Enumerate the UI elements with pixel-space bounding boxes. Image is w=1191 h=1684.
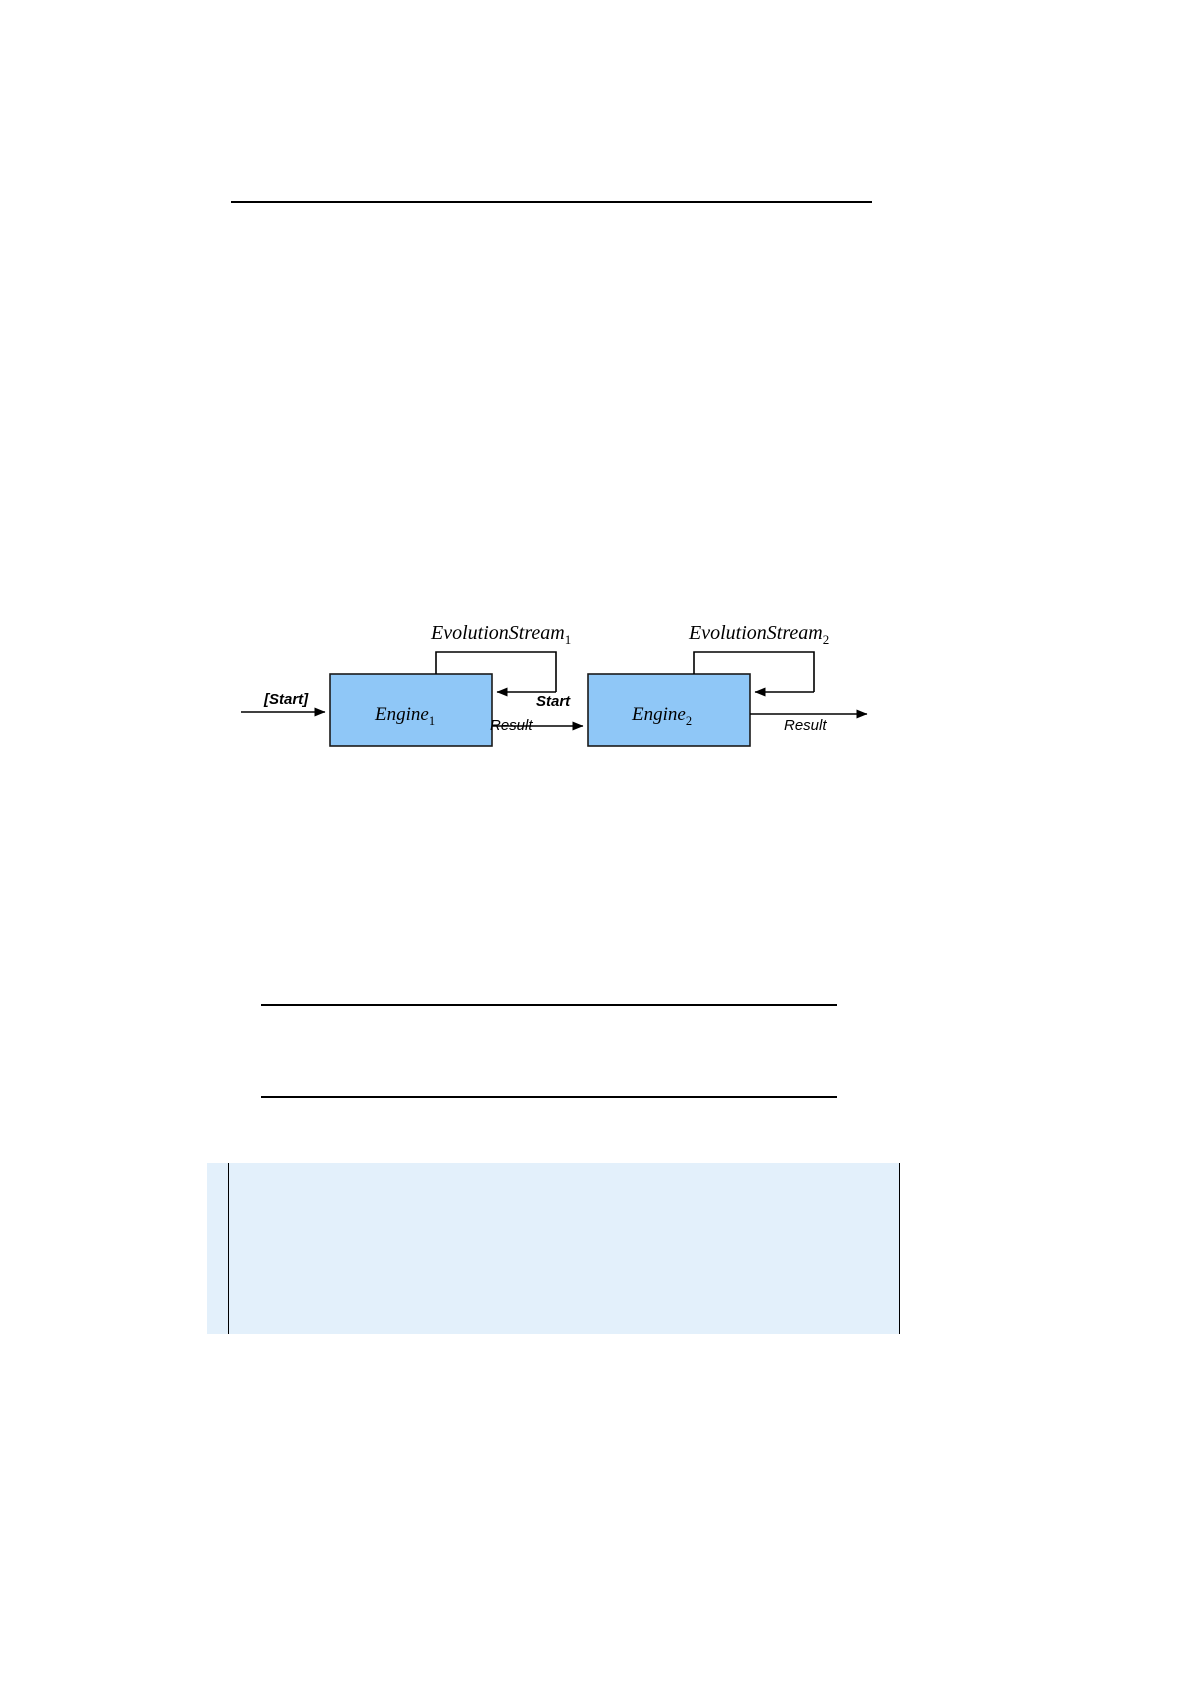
edge-label-result-1: Result — [490, 717, 533, 734]
edge-evolution-stream-1-path — [435, 651, 557, 692]
edge-label-start-mid: Start — [536, 693, 571, 710]
evolution-stream-1-name: EvolutionStream — [431, 622, 565, 644]
engine-1-subscript: 1 — [428, 713, 436, 728]
evolution-stream-2-label: EvolutionStream2 — [689, 622, 829, 648]
section-rule-lower — [261, 1096, 837, 1098]
edge-evolution-stream-2-path — [693, 651, 815, 692]
engine-2-node — [587, 673, 751, 747]
engine-1-name: Engine — [375, 704, 429, 725]
header-rule — [231, 201, 872, 203]
engine-2-name: Engine — [632, 704, 686, 725]
section-rule-upper — [261, 1004, 837, 1006]
code-callout-block — [207, 1163, 900, 1334]
engine-2-label: Engine2 — [632, 704, 692, 729]
evolution-stream-1-subscript: 1 — [564, 632, 572, 647]
evolution-stream-2-subscript: 2 — [822, 632, 830, 647]
engine-2-subscript: 2 — [685, 713, 693, 728]
callout-left-divider — [228, 1163, 229, 1334]
edge-label-start-in: [Start] — [264, 691, 309, 708]
engine-1-label: Engine1 — [375, 704, 435, 729]
engine-pipeline-diagram: EvolutionStream1 EvolutionStream2 Engine… — [231, 612, 876, 772]
engine-1-node — [329, 673, 493, 747]
diagram-canvas — [241, 651, 868, 747]
evolution-stream-2-name: EvolutionStream — [689, 622, 823, 644]
edge-label-result-2: Result — [784, 717, 827, 734]
evolution-stream-1-label: EvolutionStream1 — [431, 622, 571, 648]
callout-right-divider — [899, 1163, 900, 1334]
